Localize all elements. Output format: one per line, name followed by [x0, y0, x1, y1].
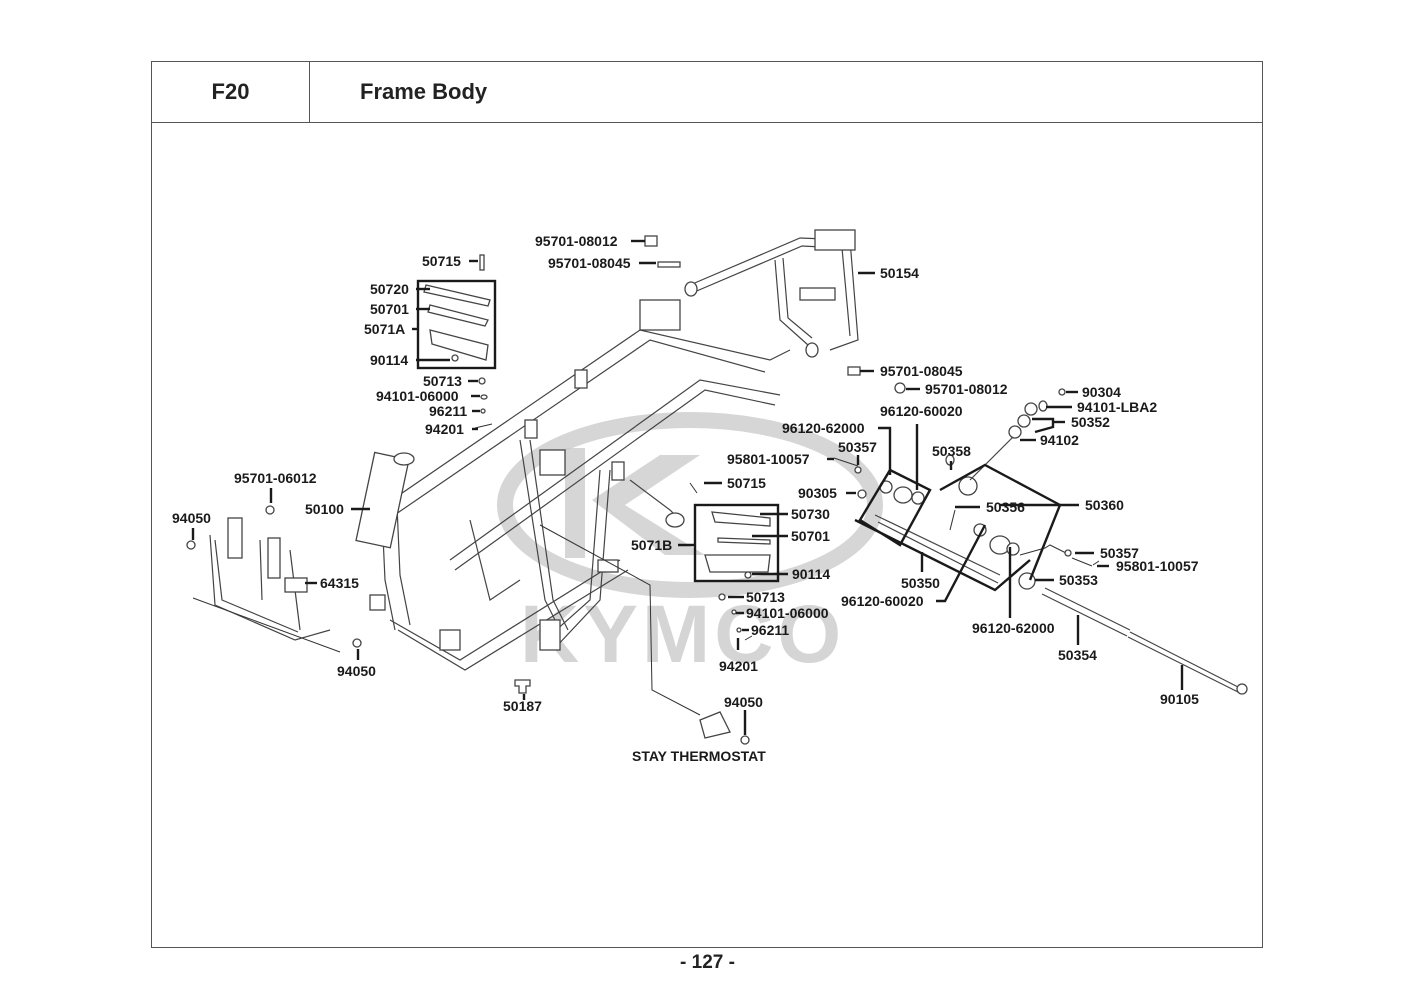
kymco-watermark: KYMCO: [497, 412, 883, 680]
header-code-cell: [151, 61, 310, 123]
watermark-text: KYMCO: [520, 589, 845, 680]
part-label: 50701: [791, 528, 830, 544]
right-footrest-box: [693, 503, 780, 583]
part-label: 50360: [1085, 497, 1124, 513]
part-label: 95701-08045: [548, 255, 631, 271]
part-label: 50715: [727, 475, 766, 491]
part-label: 95801-10057: [1116, 558, 1199, 574]
page-number: - 127 -: [680, 952, 735, 973]
part-label: 96211: [429, 403, 467, 419]
part-label: 50353: [1059, 572, 1098, 588]
part-label: 50713: [423, 373, 462, 389]
part-label: 5071A: [364, 321, 405, 337]
part-label: 50187: [503, 698, 542, 714]
part-label: 5071B: [631, 537, 672, 553]
part-label: 50357: [838, 439, 877, 455]
part-label: 90114: [792, 566, 830, 582]
part-label: 94101-LBA2: [1077, 399, 1157, 415]
part-label: 95701-08012: [535, 233, 618, 249]
part-label: 90305: [798, 485, 837, 501]
part-label: 94101-06000: [376, 388, 459, 404]
part-label: 50100: [305, 501, 344, 517]
small-parts: [186, 235, 1100, 745]
page-frame: [151, 61, 1263, 948]
watermark-ring: [497, 412, 883, 598]
part-label: 50701: [370, 301, 409, 317]
part-label: 94050: [337, 663, 376, 679]
link-assy-box: [939, 463, 1062, 581]
section-code: F20: [211, 79, 250, 104]
part-label: 96120-62000: [972, 620, 1055, 636]
part-label: 50358: [932, 443, 971, 459]
part-label: 94050: [724, 694, 763, 710]
part-label: 50350: [901, 575, 940, 591]
part-label: 96120-60020: [880, 403, 963, 419]
part-label: 94201: [719, 658, 758, 674]
part-label: 95701-08045: [880, 363, 963, 379]
part-label: 95801-10057: [727, 451, 810, 467]
watermark-k-arm: [592, 455, 705, 555]
part-label: 94102: [1040, 432, 1079, 448]
part-label: 50154: [880, 265, 919, 281]
part-label: 94201: [425, 421, 464, 437]
page-title: Frame Body: [360, 79, 488, 104]
part-label: 50730: [791, 506, 830, 522]
part-label: 96120-62000: [782, 420, 865, 436]
part-label: 95701-08012: [925, 381, 1008, 397]
part-label: 90114: [370, 352, 408, 368]
part-label: 50354: [1058, 647, 1097, 663]
part-label: 95701-06012: [234, 470, 317, 486]
part-label: 94050: [172, 510, 211, 526]
leader-lines: [191, 239, 1184, 735]
part-label: 90304: [1082, 384, 1121, 400]
front-guard-drawing: [192, 517, 341, 653]
part-label: 64315: [320, 575, 359, 591]
part-label: 50357: [1100, 545, 1139, 561]
main-frame-drawing: [355, 299, 791, 716]
part-label: 96120-60020: [841, 593, 924, 609]
part-label: 94101-06000: [746, 605, 829, 621]
rear-frame-drawing: [684, 229, 859, 358]
part-label: 90105: [1160, 691, 1199, 707]
part-label: 50356: [986, 499, 1025, 515]
part-label: 96211: [751, 622, 789, 638]
left-footrest-box: [416, 279, 497, 370]
part-label: 50352: [1071, 414, 1110, 430]
part-label: 50715: [422, 253, 461, 269]
header-divider: [151, 122, 1263, 123]
part-label: 50720: [370, 281, 409, 297]
part-label: 50713: [746, 589, 785, 605]
part-label: STAY THERMOSTAT: [632, 748, 766, 764]
hanger-box-b: [854, 518, 1031, 592]
watermark-k-stem: [565, 448, 585, 558]
